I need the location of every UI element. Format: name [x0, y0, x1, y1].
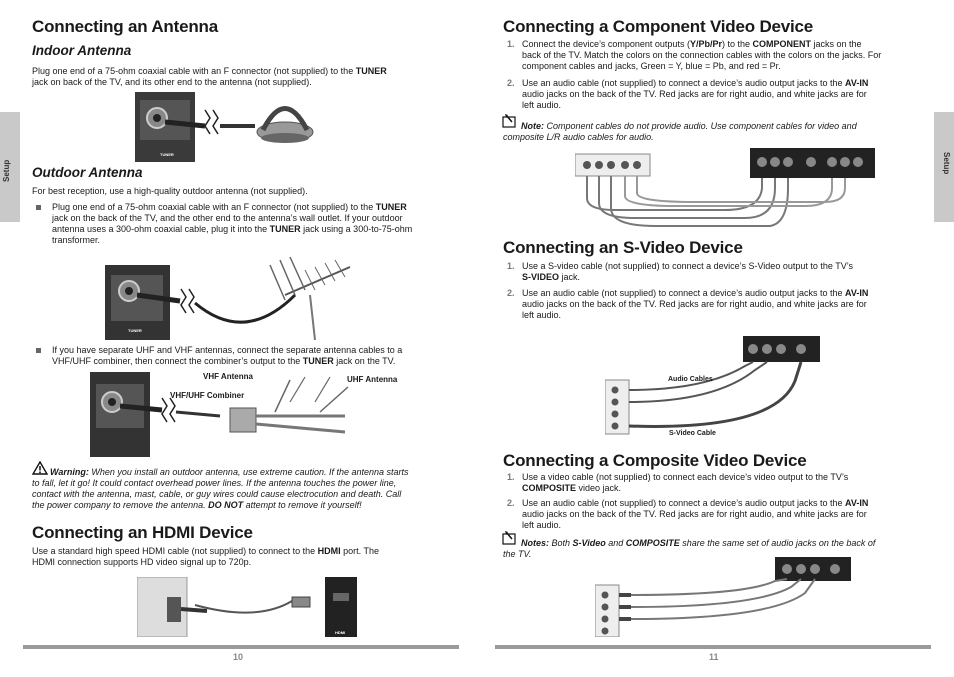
- footer-rule-left: [23, 645, 459, 649]
- svideo-step-2: Use an audio cable (not supplied) to con…: [522, 288, 869, 320]
- hdmi-title: Connecting an HDMI Device: [32, 523, 253, 542]
- svideo-cable-label: S-Video Cable: [669, 430, 716, 437]
- hdmi-illustration: [137, 577, 357, 637]
- composite-step-2: Use an audio cable (not supplied) to con…: [522, 498, 869, 530]
- page-number-right: 11: [709, 652, 719, 662]
- warning-text: Warning: When you install an outdoor ant…: [32, 467, 409, 510]
- outdoor-antenna-illustration: [105, 256, 351, 340]
- page-number-left: 10: [233, 652, 244, 662]
- outdoor-antenna-intro: For best reception, use a high-quality o…: [32, 186, 308, 196]
- left-page: Connecting an Antenna Indoor Antenna Plu…: [0, 17, 459, 662]
- composite-step-1-number: 1.: [507, 472, 515, 482]
- combiner-label: VHF/UHF Combiner: [170, 391, 245, 400]
- outdoor-bullet-2: If you have separate UHF and VHF antenna…: [52, 345, 403, 366]
- outdoor-bullet-1: Plug one end of a 75-ohm coaxial cable w…: [52, 202, 413, 245]
- bullet-square: [36, 348, 41, 353]
- outdoor-tuner-label: TUNER: [128, 328, 142, 333]
- indoor-antenna-text: Plug one end of a 75-ohm coaxial cable w…: [32, 66, 387, 87]
- svideo-step-1: Use a S-video cable (not supplied) to co…: [522, 261, 854, 282]
- svideo-step-2-number: 2.: [507, 288, 515, 298]
- component-note: Note: Component cables do not provide au…: [503, 121, 857, 142]
- setup-tab-label: Setup: [2, 159, 11, 182]
- svideo-illustration: [605, 336, 820, 435]
- hdmi-port-label: HDMI: [335, 630, 346, 635]
- antenna-title: Connecting an Antenna: [32, 17, 218, 36]
- svideo-step-1-number: 1.: [507, 261, 515, 271]
- footer-rule-right: [495, 645, 931, 649]
- composite-illustration: [595, 557, 851, 637]
- setup-tab-label: Setup: [942, 152, 951, 175]
- indoor-antenna-illustration: [135, 92, 314, 162]
- component-illustration: [575, 148, 875, 227]
- component-title: Connecting a Component Video Device: [503, 17, 814, 36]
- audio-cables-label: Audio Cables: [668, 376, 713, 383]
- indoor-tuner-label: TUNER: [160, 152, 174, 157]
- indoor-antenna-title: Indoor Antenna: [32, 43, 132, 58]
- combiner-illustration: [90, 372, 349, 457]
- setup-side-tab-right: Setup: [934, 112, 954, 222]
- svideo-title: Connecting an S-Video Device: [503, 238, 743, 257]
- composite-step-1: Use a video cable (not supplied) to conn…: [522, 472, 849, 493]
- composite-title: Connecting a Composite Video Device: [503, 451, 807, 470]
- outdoor-antenna-title: Outdoor Antenna: [32, 165, 143, 180]
- composite-step-2-number: 2.: [507, 498, 515, 508]
- component-step-1: Connect the device’s component outputs (…: [522, 39, 882, 71]
- hdmi-text: Use a standard high speed HDMI cable (no…: [32, 546, 380, 567]
- note-icon: [502, 114, 516, 128]
- right-page: Connecting a Component Video Device 1. C…: [477, 0, 954, 677]
- bullet-square: [36, 205, 41, 210]
- uhf-antenna-label: UHF Antenna: [347, 375, 398, 384]
- setup-side-tab-left: Setup: [0, 112, 20, 222]
- vhf-antenna-label: VHF Antenna: [203, 372, 253, 381]
- component-step-1-number: 1.: [507, 39, 515, 49]
- composite-notes: Notes: Both S-Video and COMPOSITE share …: [503, 538, 876, 559]
- notes-icon: [502, 531, 516, 545]
- warning-icon: [32, 461, 48, 475]
- component-step-2: Use an audio cable (not supplied) to con…: [522, 78, 869, 110]
- component-step-2-number: 2.: [507, 78, 515, 88]
